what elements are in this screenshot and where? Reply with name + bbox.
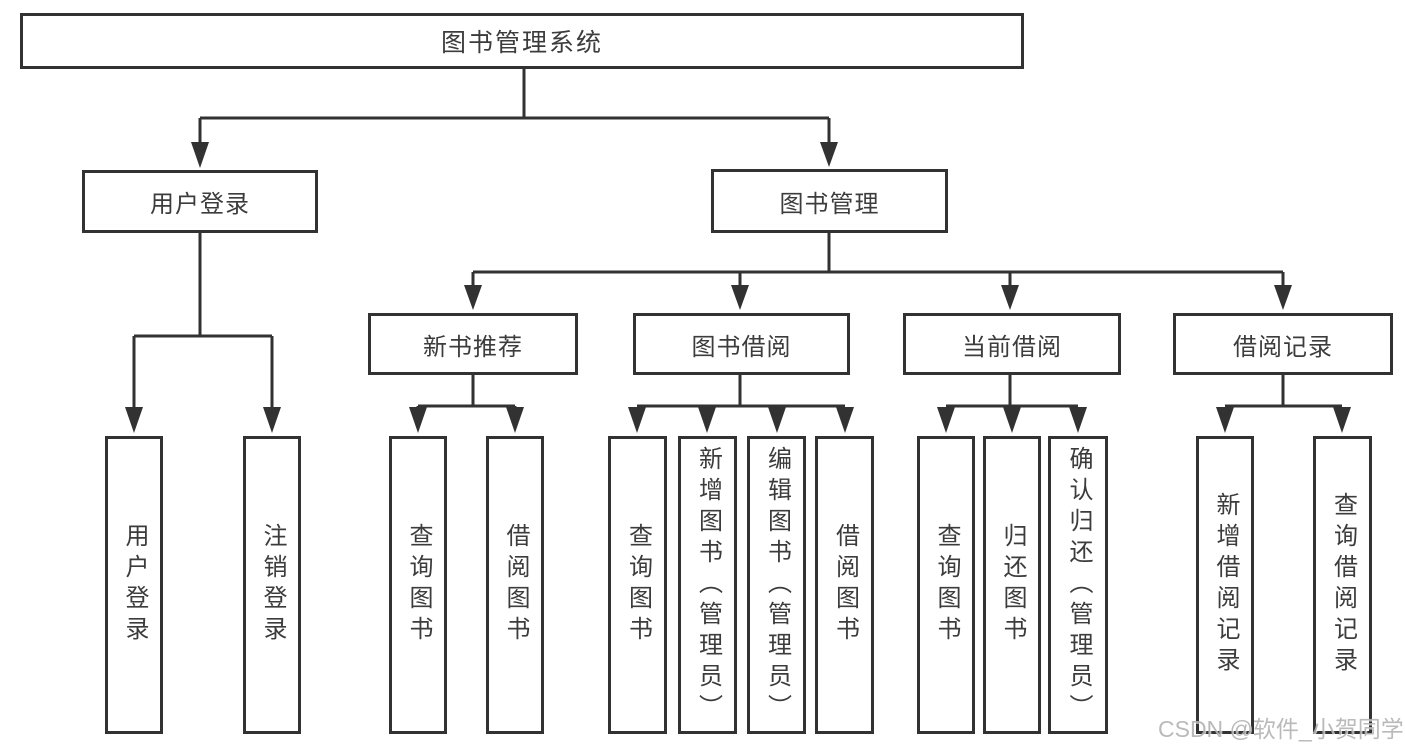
leaf-logout-login-label: 注销登录 — [259, 523, 286, 647]
connector-user-login-to-leaves — [125, 233, 281, 433]
leaf-add-books-admin: 新增图书（管理员） — [678, 436, 737, 734]
leaf-query-books-new-recommend: 查询图书 — [389, 436, 447, 734]
node-current-borrowing: 当前借阅 — [903, 313, 1121, 375]
leaf-confirm-return-admin: 确认归还（管理员） — [1048, 436, 1108, 734]
node-book-management: 图书管理 — [711, 169, 948, 233]
leaf-borrow-books-borrowing-label: 借阅图书 — [831, 523, 859, 647]
node-library-management-system: 图书管理系统 — [20, 13, 1024, 69]
leaf-add-borrow-record-label: 新增借阅记录 — [1212, 492, 1239, 678]
leaf-logout-login: 注销登录 — [243, 436, 301, 734]
node-borrowing-records: 借阅记录 — [1173, 313, 1393, 375]
leaf-add-books-admin-label: 新增图书（管理员） — [694, 445, 722, 725]
leaf-query-books-borrowing: 查询图书 — [608, 436, 667, 734]
node-user-login: 用户登录 — [82, 170, 318, 233]
leaf-edit-books-admin: 编辑图书（管理员） — [747, 436, 806, 734]
leaf-user-login: 用户登录 — [105, 436, 163, 734]
connector-root-to-level2 — [191, 69, 838, 168]
node-book-borrowing: 图书借阅 — [633, 313, 850, 375]
leaf-query-books-current: 查询图书 — [917, 436, 975, 734]
leaf-query-borrow-record-label: 查询借阅记录 — [1329, 492, 1357, 678]
connector-borrow-records-to-leaves — [1216, 375, 1351, 433]
leaf-borrow-books-new-recommend-label: 借阅图书 — [502, 523, 529, 647]
leaf-return-books: 归还图书 — [983, 436, 1041, 734]
leaf-user-login-label: 用户登录 — [121, 523, 148, 647]
leaf-query-books-borrowing-label: 查询图书 — [624, 523, 652, 647]
connector-book-borrow-to-leaves — [628, 375, 854, 433]
leaf-query-books-new-recommend-label: 查询图书 — [405, 523, 432, 647]
node-new-book-recommendation: 新书推荐 — [368, 313, 578, 375]
leaf-query-books-current-label: 查询图书 — [933, 523, 960, 647]
leaf-return-books-label: 归还图书 — [999, 523, 1026, 647]
leaf-borrow-books-new-recommend: 借阅图书 — [486, 436, 544, 734]
connector-current-borrow-to-leaves — [937, 375, 1087, 433]
leaf-add-borrow-record: 新增借阅记录 — [1196, 436, 1254, 734]
leaf-confirm-return-admin-label: 确认归还（管理员） — [1065, 445, 1092, 725]
leaf-borrow-books-borrowing: 借阅图书 — [815, 436, 874, 734]
leaf-query-borrow-record: 查询借阅记录 — [1313, 436, 1372, 734]
csdn-watermark: CSDN @软件_小贺同学 — [1158, 716, 1404, 742]
connector-new-books-to-leaves — [409, 375, 524, 433]
connector-book-mgmt-to-level3 — [464, 233, 1292, 310]
leaf-edit-books-admin-label: 编辑图书（管理员） — [763, 445, 791, 725]
